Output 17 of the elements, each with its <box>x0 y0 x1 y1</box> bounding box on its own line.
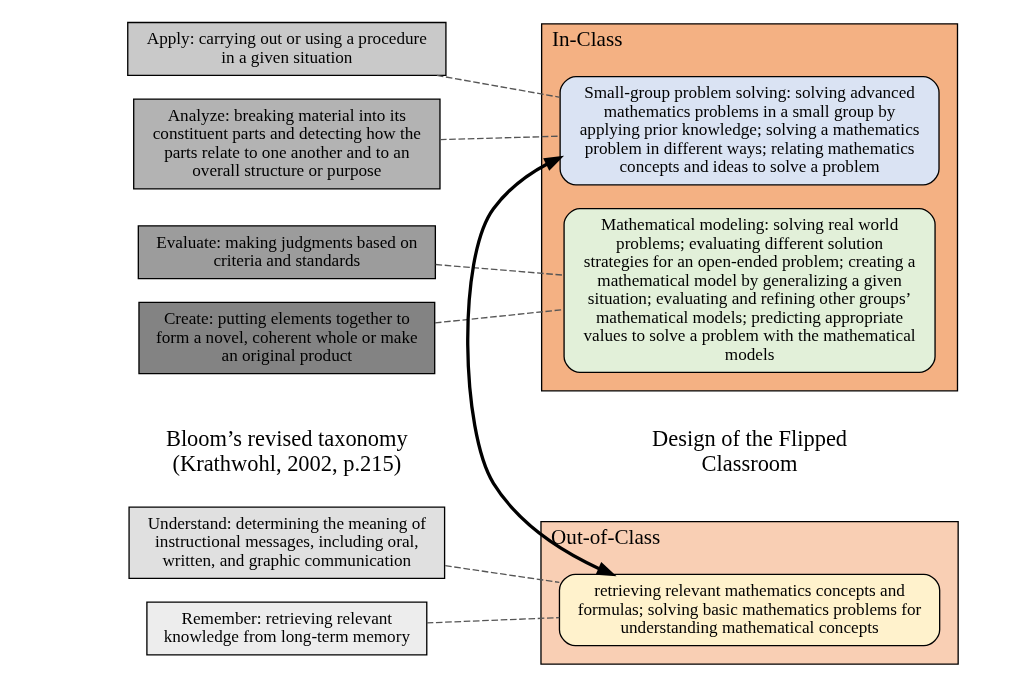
node-box: Understand: determining the meaning of instructional messages, including oral, written, and graphic communication <box>128 506 446 579</box>
connector <box>426 616 560 624</box>
connector <box>439 135 561 141</box>
connector <box>444 565 560 584</box>
node-box: Create: putting elements together to form a novel, coherent whole or make an original product <box>138 301 436 375</box>
node-box: Apply: carrying out or using a procedure in a given situation <box>127 21 447 76</box>
node-box: Analyze: breaking material into its constituent parts and detecting how the parts relate to one another and to an overall structure or purpose <box>133 98 441 190</box>
node-box: Evaluate: making judgments based on criteria and standards <box>137 225 437 280</box>
arrow <box>466 155 617 577</box>
node-box: retrieving relevant mathematics concepts and formulas; solving basic mathematics problems for understanding mathematical concepts <box>558 573 941 647</box>
label: Bloom’s revised taxonomy (Krathwohl, 2002, p.215) <box>165 425 408 476</box>
node-box: Mathematical modeling: solving real world problems; evaluating different solution strategies for an open-ended problem; creating a mathematical model by generalizing a given situation; evaluating and refining other groups’ mathematical models; predicting appropriate values to solve a problem with the mathematical models <box>563 208 936 374</box>
connector <box>436 74 561 98</box>
label: Design of the Flipped Classroom <box>652 425 848 476</box>
node-box: Small-group problem solving: solving advanced mathematics problems in a small group by applying prior knowledge; solving a mathematics problem in different ways; relating mathematics concepts and ideas to solve a problem <box>559 76 940 186</box>
node-box: Remember: retrieving relevant knowledge from long-term memory <box>146 601 428 656</box>
connector <box>434 263 565 276</box>
